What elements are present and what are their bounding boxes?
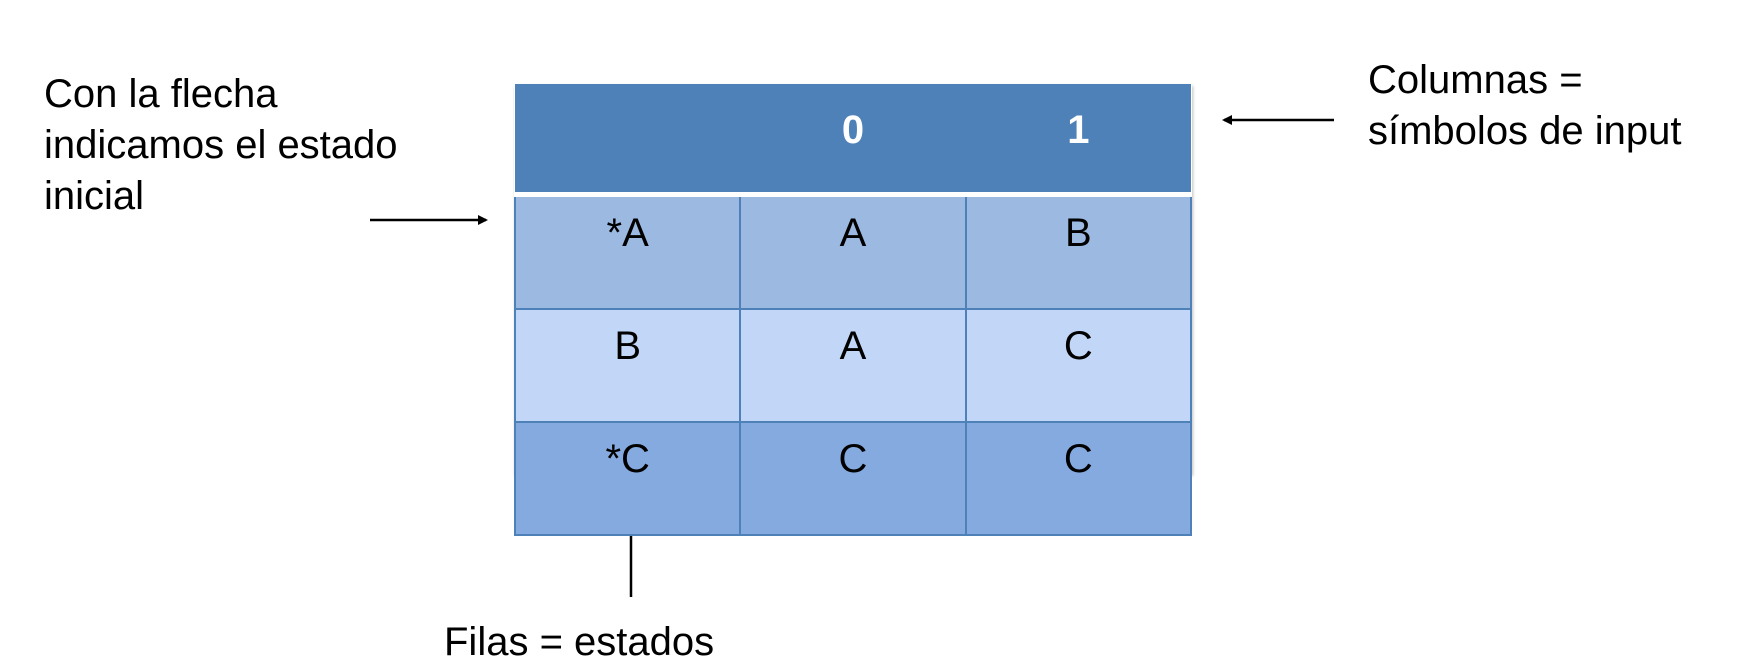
transition-table-container: 0 1 *A A B B A C *C C C <box>513 84 1193 536</box>
state-cell: *C <box>513 421 742 536</box>
initial-state-annotation-line-1: Con la flecha <box>44 72 278 116</box>
table-row: *C C C <box>513 421 1193 536</box>
rows-annotation: Filas = estados <box>444 617 714 668</box>
table-row: *A A B <box>513 193 1193 310</box>
table-row: B A C <box>513 308 1193 423</box>
header-cell-symbol-1: 1 <box>965 84 1191 197</box>
table-header-row: 0 1 <box>515 84 1191 197</box>
transition-cell: A <box>739 308 967 423</box>
transition-cell: B <box>964 193 1193 310</box>
columns-annotation: Columnas = símbolos de input <box>1368 55 1682 157</box>
transition-cell: A <box>739 193 967 310</box>
initial-state-annotation-line-2: indicamos el estado <box>44 123 398 167</box>
transition-cell: C <box>964 308 1193 423</box>
initial-state-annotation: Con la flecha indicamos el estado inicia… <box>44 69 398 222</box>
rows-annotation-line: Filas = estados <box>444 620 715 664</box>
initial-state-annotation-line-3: inicial <box>44 174 145 218</box>
header-cell-state <box>515 84 741 197</box>
transition-cell: C <box>964 421 1193 536</box>
transition-table: 0 1 *A A B B A C *C C C <box>513 84 1193 536</box>
columns-annotation-line-1: Columnas = <box>1368 58 1583 102</box>
state-cell: *A <box>513 193 742 310</box>
columns-annotation-line-2: símbolos de input <box>1368 109 1682 153</box>
transition-cell: C <box>739 421 967 536</box>
header-cell-symbol-0: 0 <box>740 84 966 197</box>
state-cell: B <box>513 308 742 423</box>
